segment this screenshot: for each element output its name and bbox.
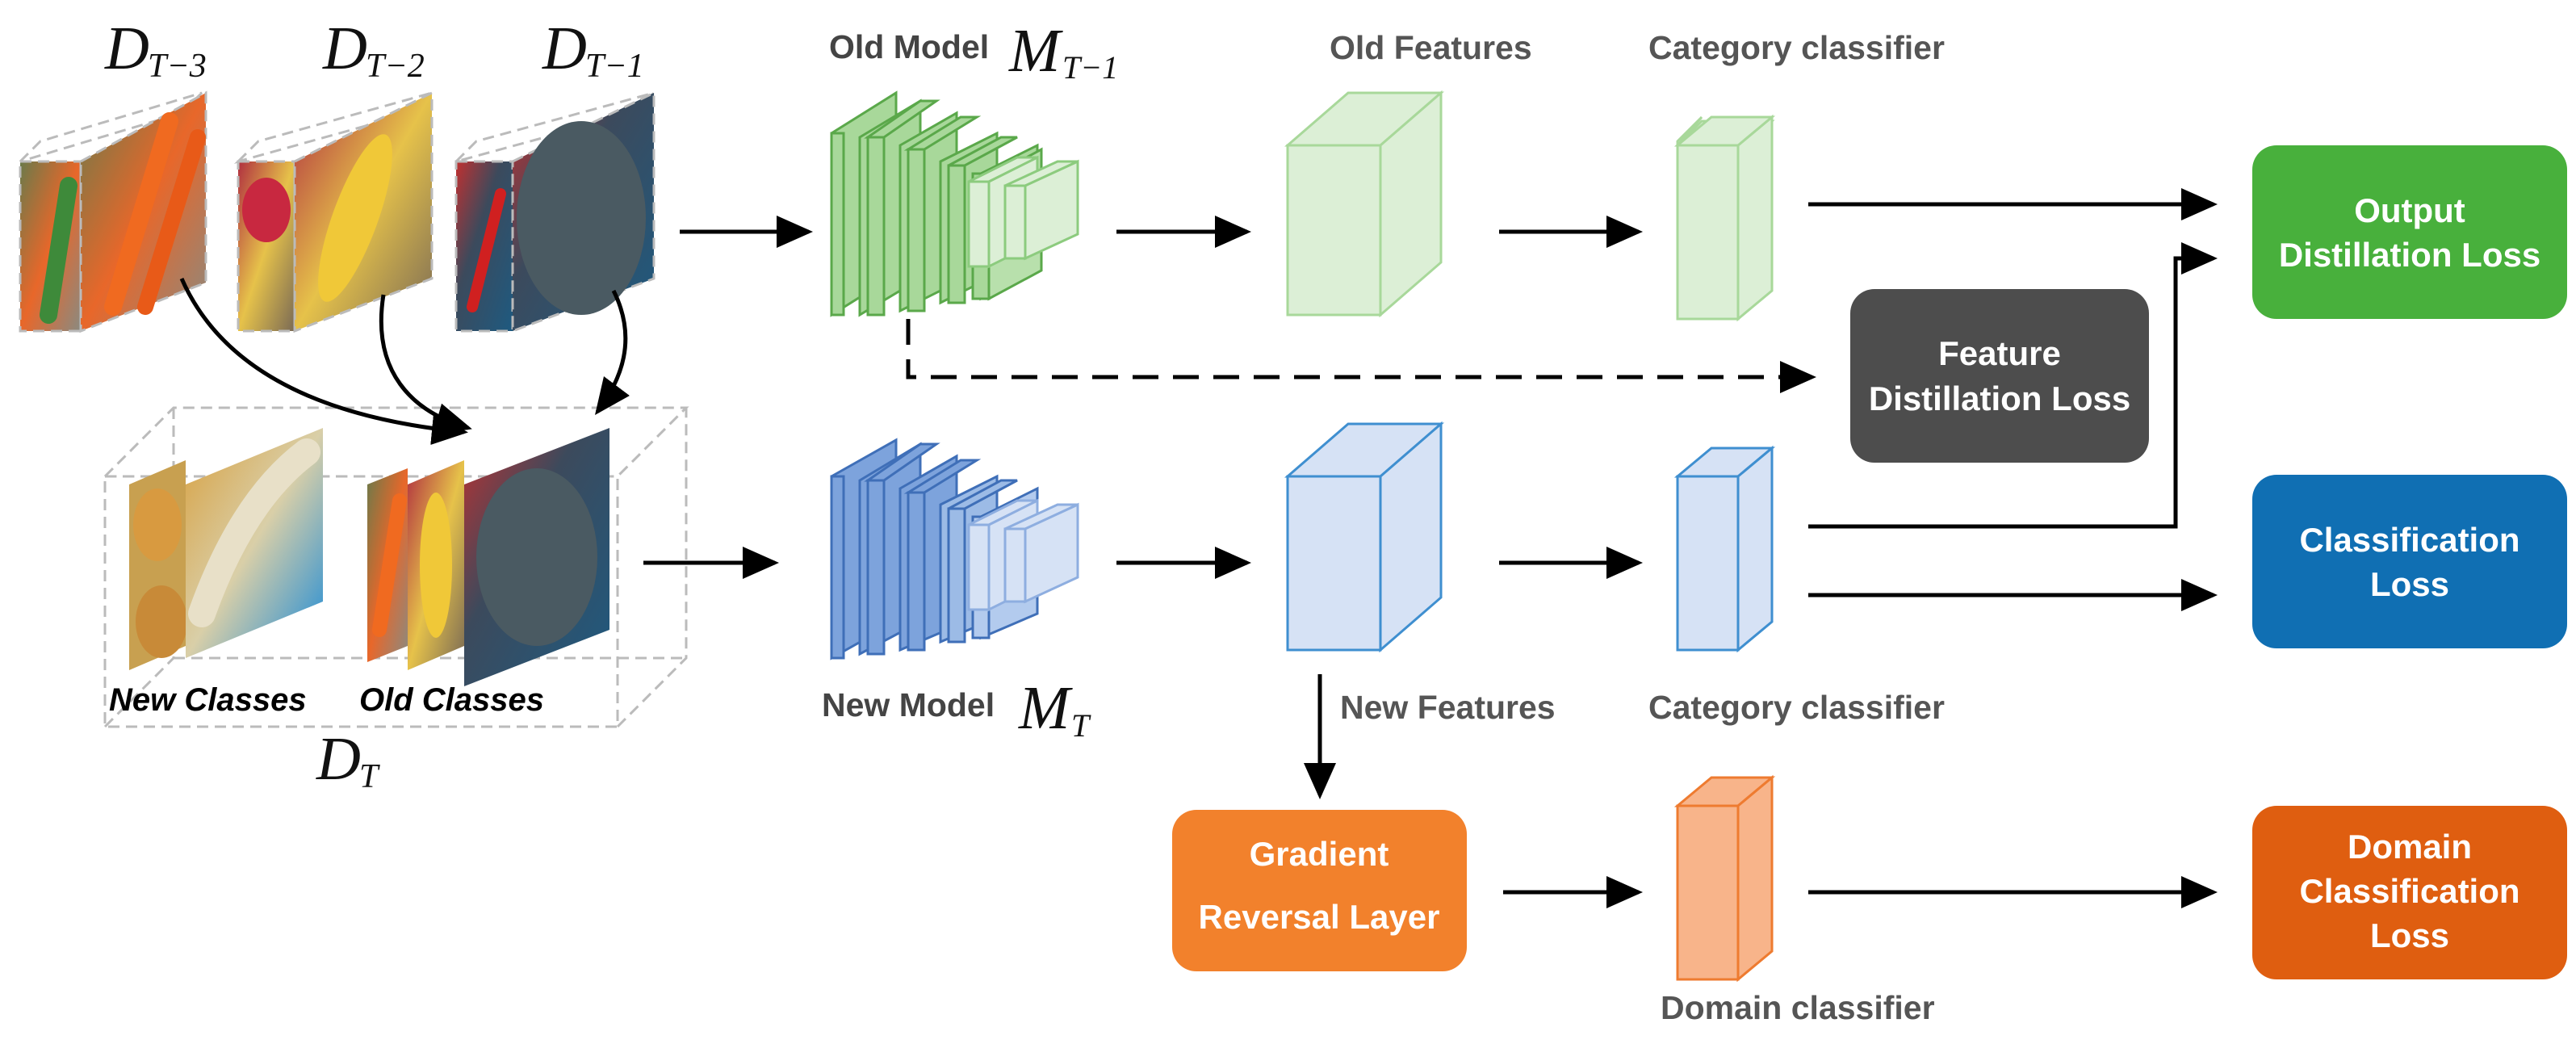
dataset-t2: [233, 90, 437, 333]
svg-text:T−3: T−3: [148, 48, 207, 85]
arrow-feature-distillation: [906, 319, 1816, 393]
dataset-dt: New Classes Old Classes: [102, 406, 689, 728]
svg-text:Output: Output: [2354, 191, 2465, 229]
label-d-t3: D T−3: [104, 15, 207, 85]
svg-text:T−1: T−1: [1062, 49, 1118, 86]
svg-text:Reversal Layer: Reversal Layer: [1199, 898, 1440, 936]
svg-text:Distillation Loss: Distillation Loss: [1869, 379, 2130, 417]
svg-text:D: D: [104, 15, 149, 82]
arrow-t2-to-dt: [379, 294, 472, 435]
old-category-classifier: [1673, 114, 1776, 322]
svg-text:Loss: Loss: [2370, 916, 2449, 954]
svg-text:M: M: [1008, 17, 1063, 85]
svg-text:Classification: Classification: [2299, 521, 2519, 559]
gradient-reversal-layer-box: Gradient Reversal Layer: [1172, 810, 1467, 971]
old-features-label: Old Features: [1330, 29, 1532, 66]
output-distillation-loss-box: Output Distillation Loss: [2252, 145, 2567, 319]
svg-text:Old Model: Old Model: [829, 28, 989, 65]
svg-text:Classification: Classification: [2299, 872, 2519, 910]
domain-classification-loss-box: Domain Classification Loss: [2252, 806, 2567, 979]
svg-text:D: D: [542, 15, 587, 82]
category-classifier-top-label: Category classifier: [1648, 29, 1945, 66]
feature-distillation-loss-box: Feature Distillation Loss: [1850, 289, 2149, 463]
arrow-new-classifier-to-output-loss: [1808, 242, 2218, 529]
svg-text:Loss: Loss: [2370, 565, 2449, 603]
new-model-label: New Model M T: [822, 674, 1091, 744]
old-features-block: [1284, 90, 1445, 318]
new-features-block: [1284, 421, 1445, 653]
svg-text:T: T: [1071, 707, 1091, 744]
svg-text:Gradient: Gradient: [1250, 835, 1389, 873]
domain-classifier-label: Domain classifier: [1661, 989, 1935, 1026]
arrow-t3-to-dt: [179, 277, 468, 446]
dataset-t1: [451, 90, 659, 333]
classification-loss-box: Classification Loss: [2252, 475, 2567, 648]
new-classes-label: New Classes: [109, 682, 307, 718]
svg-text:T−2: T−2: [366, 48, 425, 85]
old-model-label: Old Model M T−1: [829, 17, 1118, 86]
new-model: [830, 438, 1079, 660]
svg-text:Distillation Loss: Distillation Loss: [2279, 236, 2540, 274]
svg-text:T: T: [359, 758, 380, 795]
svg-text:D: D: [322, 15, 367, 82]
dataset-t3: [19, 90, 207, 333]
old-model: [830, 90, 1079, 317]
old-classes-label: Old Classes: [359, 682, 544, 718]
svg-text:D: D: [316, 725, 361, 793]
arrow-t1-to-dt: [595, 289, 630, 416]
label-d-t2: D T−2: [322, 15, 425, 85]
new-features-label: New Features: [1340, 689, 1556, 726]
label-d-t: D T: [316, 725, 380, 795]
svg-text:M: M: [1018, 674, 1073, 742]
label-d-t1: D T−1: [542, 15, 644, 85]
svg-text:Feature: Feature: [1938, 334, 2061, 372]
domain-classifier: [1673, 774, 1776, 983]
category-classifier-bottom-label: Category classifier: [1648, 689, 1945, 726]
svg-text:Domain: Domain: [2348, 828, 2472, 866]
svg-text:T−1: T−1: [585, 48, 644, 85]
new-category-classifier: [1673, 445, 1776, 653]
svg-text:New Model: New Model: [822, 686, 995, 723]
